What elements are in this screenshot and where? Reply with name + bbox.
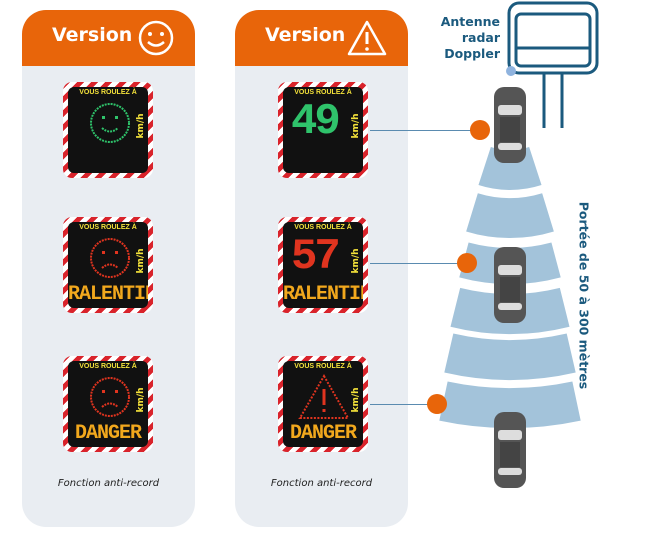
version-smiley-panel: Version VOUS ROULEZ À km/h VOUS ROULEZ À… (22, 10, 195, 527)
panel-title: Version (52, 24, 133, 46)
speed-display-sign: VOUS ROULEZ À 57 km/h RALENTIR (278, 217, 368, 313)
car-icon (494, 412, 526, 488)
connector-line (370, 130, 472, 131)
sign-screen: VOUS ROULEZ À km/h (68, 87, 148, 173)
speed-display-sign: VOUS ROULEZ À km/h RALENTIR (63, 217, 153, 313)
speed-display-sign: VOUS ROULEZ À km/h (63, 82, 153, 178)
warning-triangle-icon (298, 373, 350, 419)
sign-message: DANGER (74, 422, 142, 445)
beam-band (439, 381, 581, 429)
sign-message: RALENTIR (283, 283, 363, 306)
sign-screen: VOUS ROULEZ À 49 km/h (283, 87, 363, 173)
speed-value: 57 (291, 232, 341, 282)
panel-title: Version (265, 24, 346, 46)
antenna-label-line: Doppler (444, 46, 500, 61)
version-warning-panel: Version VOUS ROULEZ À 49 km/h VOUS ROULE… (235, 10, 408, 527)
caption: Fonction anti-record (57, 478, 160, 489)
sign-screen: VOUS ROULEZ À km/h RALENTIR (68, 222, 148, 308)
smiley-icon (138, 20, 174, 56)
caption: Fonction anti-record (270, 478, 373, 489)
beam-band (478, 146, 542, 190)
sign-header: VOUS ROULEZ À (79, 89, 137, 96)
sign-screen: VOUS ROULEZ À km/h DANGER (283, 361, 363, 447)
beam-band (466, 193, 554, 238)
speed-display-sign: VOUS ROULEZ À km/h DANGER (278, 356, 368, 452)
sign-header: VOUS ROULEZ À (294, 224, 352, 231)
detection-point (457, 253, 477, 273)
antenna-label: Antenne radar Doppler (441, 14, 500, 62)
sign-header: VOUS ROULEZ À (79, 363, 137, 370)
detection-point (427, 394, 447, 414)
detection-point (470, 120, 490, 140)
panel-header: Version (22, 10, 195, 66)
radar-sign-icon (506, 1, 599, 128)
sign-screen: VOUS ROULEZ À 57 km/h RALENTIR (283, 222, 363, 308)
sign-header: VOUS ROULEZ À (294, 363, 352, 370)
range-label: Portée de 50 à 300 mètres (576, 201, 592, 390)
smiley-face-icon (90, 103, 130, 143)
speed-display-sign: VOUS ROULEZ À km/h DANGER (63, 356, 153, 452)
sad-face-icon (90, 377, 130, 417)
antenna-label-line: radar (461, 30, 500, 45)
sign-message: RALENTIR (68, 283, 148, 306)
speed-display-sign: VOUS ROULEZ À 49 km/h (278, 82, 368, 178)
sign-header: VOUS ROULEZ À (294, 89, 352, 96)
connector-line (370, 404, 429, 405)
sign-header: VOUS ROULEZ À (79, 224, 137, 231)
antenna-label-line: Antenne (440, 14, 500, 29)
car-icon (494, 247, 526, 323)
beam-band (444, 333, 576, 380)
warning-triangle-icon (347, 20, 387, 56)
sign-message: DANGER (289, 422, 357, 445)
speed-value: 49 (291, 97, 341, 147)
panel-header: Version (235, 10, 408, 66)
sign-screen: VOUS ROULEZ À km/h DANGER (68, 361, 148, 447)
sad-face-icon (90, 238, 130, 278)
connector-line (370, 263, 459, 264)
car-icon (494, 87, 526, 163)
